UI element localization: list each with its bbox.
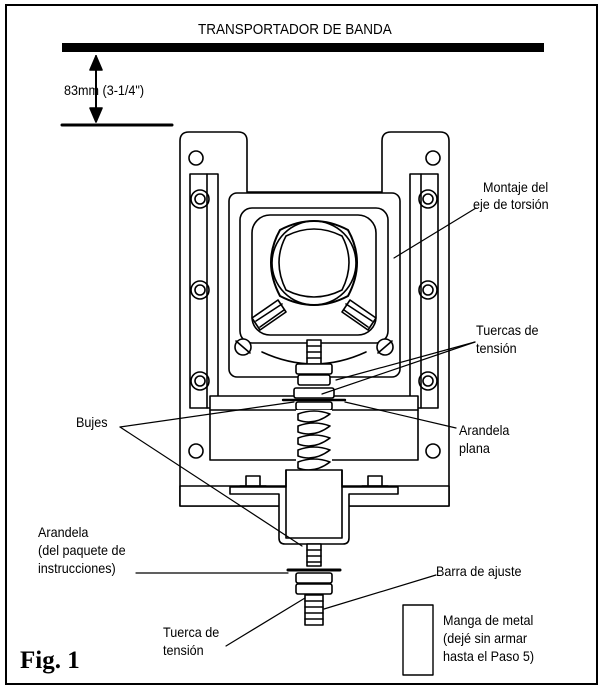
sleeve-label-line3: hasta el Paso 5)	[443, 648, 535, 664]
u-bracket	[229, 469, 399, 545]
sleeve-label-line1: Manga de metal	[443, 612, 534, 628]
mount-label-line2: eje de torsión	[473, 196, 549, 212]
tension-nuts-label-line1: Tuercas de	[476, 322, 539, 338]
conveyor-belt-bar	[62, 43, 544, 52]
distance-label: 83mm (3-1/4")	[64, 82, 145, 98]
adjust-rod-label: Barra de ajuste	[436, 563, 522, 579]
metal-sleeve	[402, 604, 434, 676]
figure-label: Fig. 1	[20, 647, 80, 674]
mount-label-line1: Montaje del	[483, 179, 549, 195]
tension-nut-label-line2: tensión	[163, 642, 204, 658]
flat-washer-label-line1: Arandela	[459, 422, 510, 438]
sleeve-label-line2: (dejé sin armar	[443, 630, 528, 646]
tension-nuts	[281, 339, 347, 411]
tension-nut-label-line1: Tuerca de	[163, 624, 220, 640]
tension-nuts-label-line2: tensión	[476, 340, 517, 356]
torsion-axle-mount	[228, 192, 401, 378]
adjusting-rod	[286, 543, 342, 626]
bushings-label: Bujes	[76, 414, 108, 430]
flat-washer-label-line2: plana	[459, 440, 490, 456]
conveyor-label: TRANSPORTADOR DE BANDA	[198, 21, 392, 38]
washer-label-line2: (del paquete de	[38, 542, 126, 558]
washer-label-line3: instrucciones)	[38, 560, 116, 576]
dimension-arrow	[89, 55, 103, 123]
leader-lines	[119, 207, 477, 647]
washer-label-line1: Arandela	[38, 524, 89, 540]
